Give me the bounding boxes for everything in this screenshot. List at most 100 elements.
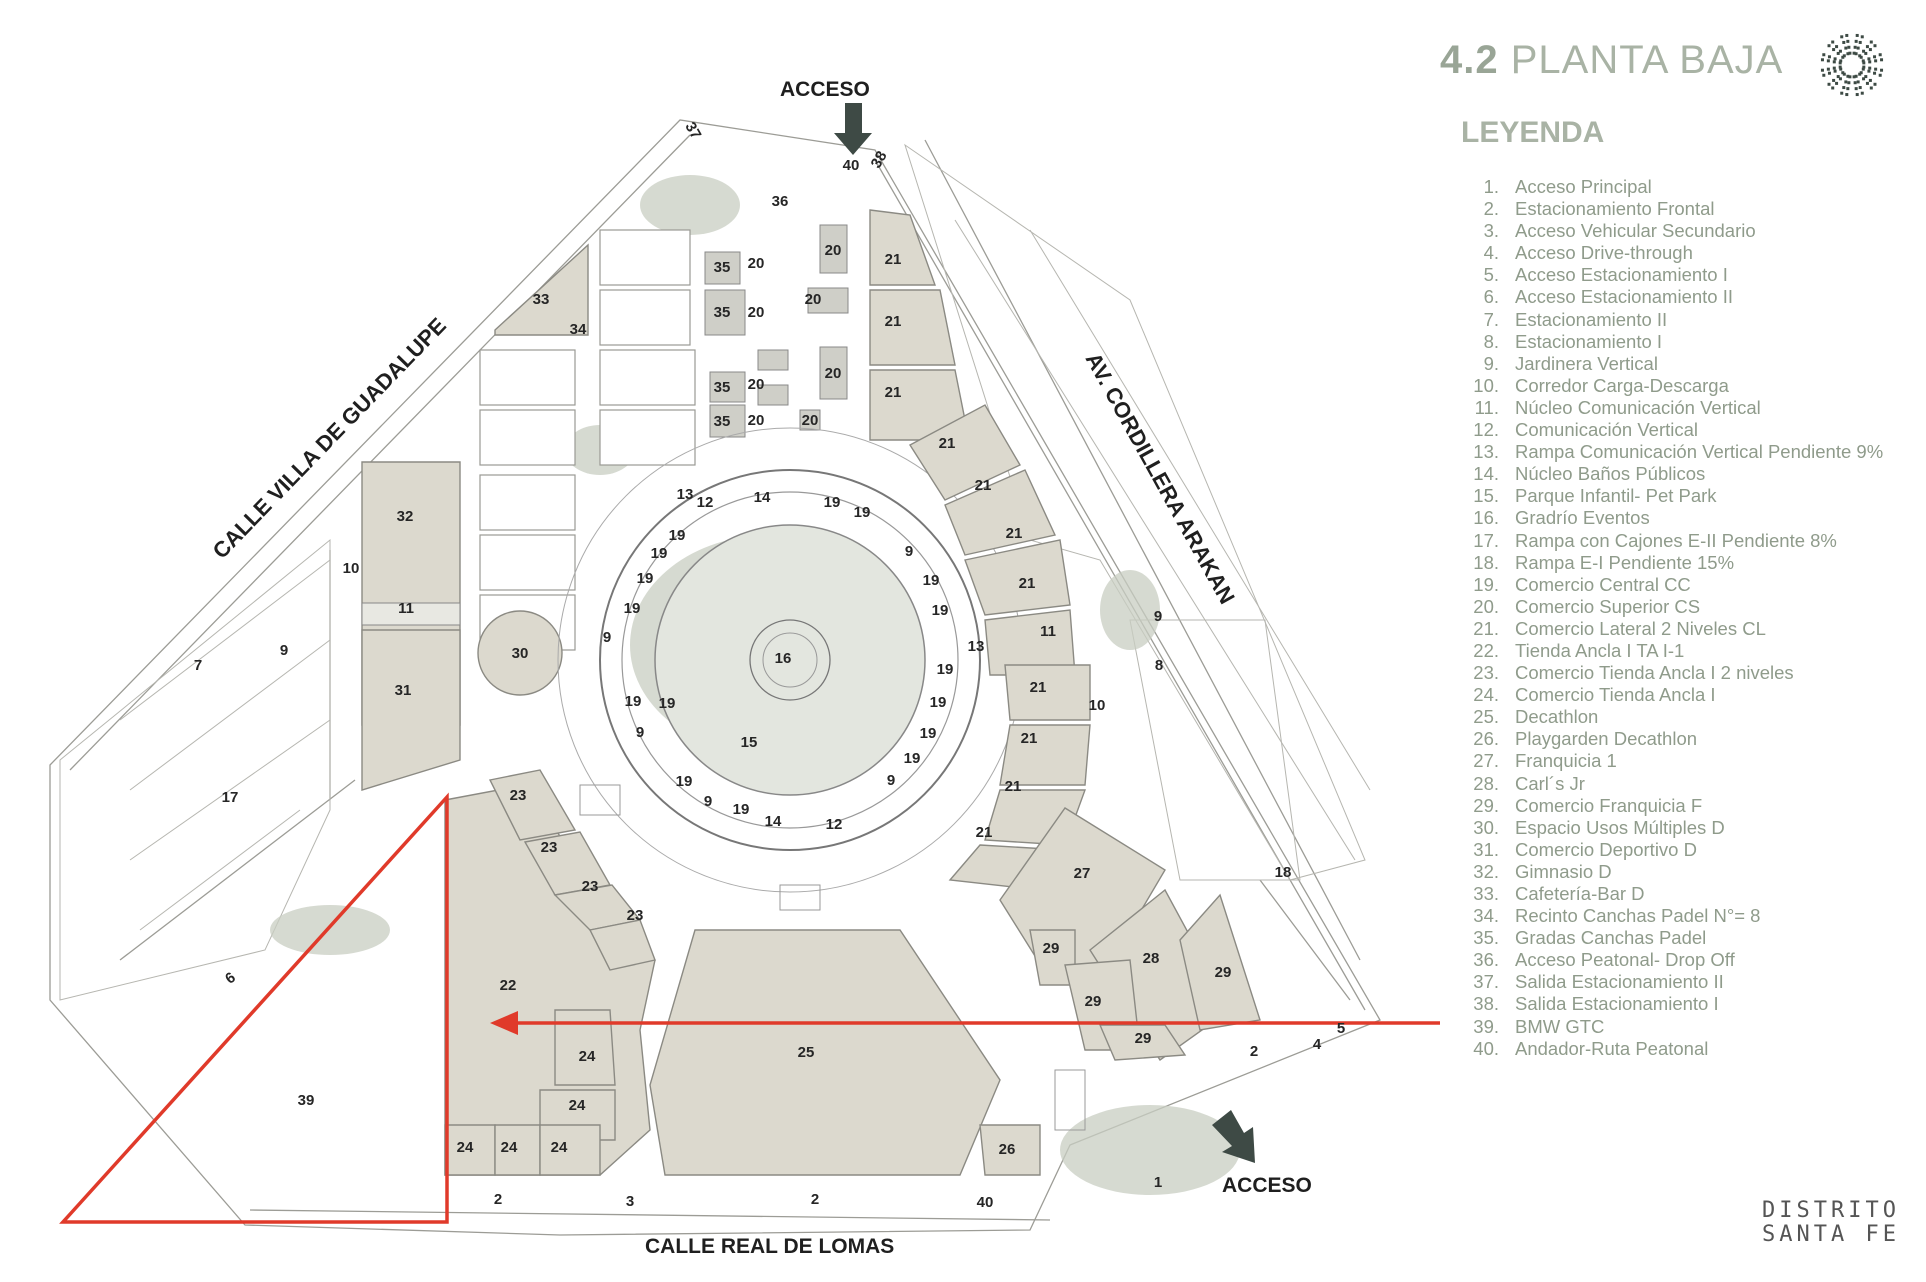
plot-label: 20 bbox=[805, 291, 822, 308]
legend-item-number: 23. bbox=[1473, 662, 1499, 684]
legend-item: 32.Gimnasio D bbox=[1455, 861, 1883, 883]
logo-dot bbox=[1845, 33, 1849, 37]
logo-dot bbox=[1853, 81, 1857, 85]
plot-label: 29 bbox=[1135, 1030, 1152, 1047]
legend-item-label: Acceso Estacionamiento II bbox=[1515, 286, 1733, 308]
legend-item: 28.Carl´s Jr bbox=[1455, 773, 1883, 795]
plot-label: 11 bbox=[1040, 623, 1056, 640]
logo-dot bbox=[1827, 55, 1831, 59]
brand-line-1: DISTRITO bbox=[1762, 1198, 1900, 1223]
plot-label: 12 bbox=[697, 494, 714, 511]
plot-label: 23 bbox=[541, 839, 558, 856]
legend-item-label: Andador-Ruta Peatonal bbox=[1515, 1037, 1709, 1059]
legend-item-number: 26. bbox=[1473, 728, 1499, 750]
legend-item-number: 10. bbox=[1473, 374, 1499, 396]
legend-item-label: Núcleo Comunicación Vertical bbox=[1515, 396, 1761, 418]
logo-dot bbox=[1847, 45, 1851, 49]
legend-item: 10.Corredor Carga-Descarga bbox=[1455, 375, 1883, 397]
logo-dot bbox=[1878, 53, 1882, 57]
plot-label: 35 bbox=[714, 379, 731, 396]
legend-item: 19.Comercio Central CC bbox=[1455, 574, 1883, 596]
logo-dot bbox=[1841, 71, 1845, 75]
legend-item: 20.Comercio Superior CS bbox=[1455, 596, 1883, 618]
legend-item-number: 19. bbox=[1473, 573, 1499, 595]
legend-item: 23.Comercio Tienda Ancla I 2 niveles bbox=[1455, 662, 1883, 684]
logo-dot bbox=[1865, 45, 1869, 49]
legend-item: 4.Acceso Drive-through bbox=[1455, 242, 1883, 264]
legend-item: 7.Estacionamiento II bbox=[1455, 309, 1883, 331]
plot-label: 21 bbox=[885, 251, 902, 268]
legend-item-number: 11. bbox=[1474, 396, 1499, 418]
legend-item-number: 24. bbox=[1473, 684, 1499, 706]
plot-label: 14 bbox=[754, 489, 771, 506]
logo-dot bbox=[1880, 68, 1884, 72]
plot-label: 9 bbox=[636, 724, 644, 741]
legend-item: 21. Comercio Lateral 2 Niveles CL bbox=[1455, 618, 1883, 640]
legend-item-label: Comercio Superior CS bbox=[1515, 595, 1701, 617]
logo-dot bbox=[1832, 66, 1836, 70]
southeast-access-arrow-icon bbox=[1212, 1110, 1255, 1163]
logo-dot bbox=[1846, 74, 1850, 78]
legend-item: 37.Salida Estacionamiento II bbox=[1455, 971, 1883, 993]
logo-dot bbox=[1861, 59, 1865, 63]
legend-item-number: 25. bbox=[1473, 706, 1499, 728]
legend-item: 31.Comercio Deportivo D bbox=[1455, 839, 1883, 861]
plot-label: 39 bbox=[298, 1092, 315, 1109]
legend-item-number: 16. bbox=[1473, 507, 1499, 529]
plot-label: 9 bbox=[887, 772, 895, 789]
plot-label: 10 bbox=[1089, 697, 1106, 714]
logo-dot bbox=[1867, 69, 1871, 73]
plot-label: 2 bbox=[811, 1191, 819, 1208]
north-access-arrow-icon bbox=[834, 103, 872, 155]
legend-item-number: 38. bbox=[1473, 993, 1499, 1015]
plot-label: 19 bbox=[920, 725, 937, 742]
legend-item-label: Acceso Principal bbox=[1515, 176, 1652, 197]
logo-dot bbox=[1868, 48, 1872, 52]
legend-item-number: 21. bbox=[1473, 617, 1499, 639]
plot-label: 24 bbox=[501, 1139, 518, 1156]
logo-dot bbox=[1862, 77, 1866, 81]
legend-item-label: Estacionamiento II bbox=[1515, 308, 1668, 330]
logo-dot bbox=[1836, 51, 1840, 55]
plot-label: 17 bbox=[222, 789, 239, 806]
logo-dot bbox=[1846, 52, 1850, 56]
legend-item-label: Tienda Ancla I TA I-1 bbox=[1515, 639, 1685, 661]
east-shops bbox=[869, 209, 1107, 891]
logo-dot bbox=[1845, 93, 1849, 97]
legend-item-label: Gimnasio D bbox=[1515, 860, 1612, 882]
legend-item-label: Cafetería-Bar D bbox=[1515, 883, 1645, 904]
plot-label: 21 bbox=[885, 384, 902, 401]
legend-item: 1.Acceso Principal bbox=[1455, 176, 1883, 198]
logo-dot bbox=[1839, 59, 1843, 63]
legend-item-number: 13. bbox=[1473, 441, 1499, 463]
plot-label: 23 bbox=[510, 787, 527, 804]
legend-item-label: Gradas Canchas Padel bbox=[1515, 927, 1707, 949]
plot-label: 20 bbox=[825, 242, 842, 259]
logo-dot bbox=[1846, 39, 1850, 43]
logo-dot bbox=[1858, 72, 1862, 76]
logo-dot bbox=[1853, 45, 1857, 49]
west-buildings bbox=[361, 461, 563, 791]
plot-label: 7 bbox=[194, 657, 202, 674]
padel-courts bbox=[479, 229, 696, 651]
legend-item-number: 2. bbox=[1483, 198, 1499, 220]
plot-label: 19 bbox=[854, 504, 871, 521]
plot-label: 24 bbox=[457, 1139, 474, 1156]
legend-item-number: 27. bbox=[1473, 750, 1499, 772]
logo-dot bbox=[1827, 44, 1831, 48]
legend-item-label: Espacio Usos Múltiples D bbox=[1515, 816, 1725, 838]
legend-item-label: Comercio Deportivo D bbox=[1515, 838, 1697, 860]
plot-label: 21 bbox=[885, 313, 902, 330]
legend-item-label: Carl´s Jr bbox=[1515, 772, 1585, 794]
plot-label: 3 bbox=[626, 1193, 634, 1210]
legend-item-number: 33. bbox=[1473, 883, 1499, 904]
plot-label: 25 bbox=[798, 1044, 815, 1061]
plot-label: 37 bbox=[681, 119, 704, 142]
legend-item: 40.Andador-Ruta Peatonal bbox=[1455, 1038, 1883, 1060]
logo-dot bbox=[1852, 51, 1856, 55]
logo-dot bbox=[1864, 75, 1868, 79]
plot-label: 12 bbox=[826, 816, 843, 833]
legend-item: 8.Estacionamiento I bbox=[1455, 331, 1883, 353]
crosswalks bbox=[579, 784, 1086, 1131]
legend-item-label: Comercio Lateral 2 Niveles CL bbox=[1515, 617, 1766, 639]
